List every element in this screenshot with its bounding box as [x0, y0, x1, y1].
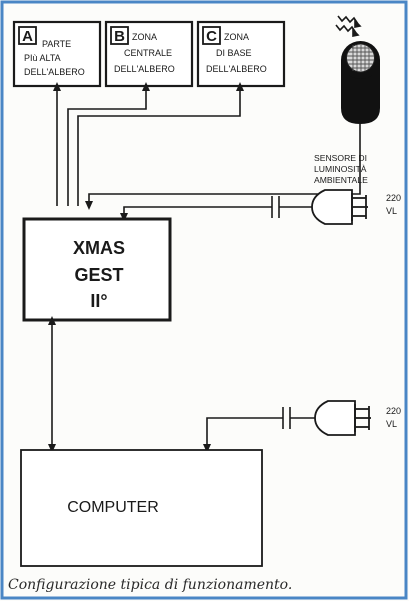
box-a-letter: A — [22, 28, 33, 45]
wires-to-boxes — [53, 82, 361, 222]
box-a-line-2: PIù ALTA — [24, 53, 61, 63]
figure-caption: Configurazione tipica di funzionamento. — [8, 577, 292, 593]
box-b-letter: B — [114, 28, 125, 45]
box-b-line-2: CENTRALE — [124, 48, 172, 58]
controller-line-3: II° — [90, 291, 107, 311]
bottom-voltage-line-1: 220 — [386, 406, 401, 416]
box-c-line-2: DI BASE — [216, 48, 252, 58]
top-power-plug-icon — [311, 189, 368, 225]
box-c-line-3: DELL'ALBERO — [206, 64, 267, 74]
top-voltage-line-1: 220 — [386, 193, 401, 203]
light-sensor-icon — [341, 41, 380, 124]
box-b-line-3: DELL'ALBERO — [114, 64, 175, 74]
bottom-voltage-line-2: VL — [386, 419, 397, 429]
computer-box: COMPUTER — [20, 449, 263, 567]
sensor-label-line-2: LUMINOSITÀ — [314, 164, 367, 174]
top-voltage-line-2: VL — [386, 206, 397, 216]
box-c-letter: C — [206, 28, 217, 45]
controller-line-2: GEST — [74, 265, 123, 285]
box-a-line-1: PARTE — [42, 39, 71, 49]
sensor-label-line-1: SENSORE DI — [314, 153, 367, 163]
box-b: B ZONA CENTRALE DELL'ALBERO — [104, 20, 194, 88]
bottom-power-plug-icon — [314, 400, 371, 436]
computer-label: COMPUTER — [67, 499, 159, 516]
box-c-line-1: ZONA — [224, 32, 249, 42]
box-b-line-1: ZONA — [132, 32, 157, 42]
controller-box: XMAS GEST II° — [22, 217, 172, 322]
box-c: C ZONA DI BASE DELL'ALBERO — [196, 20, 286, 88]
sensor-label-line-3: AMBIENTALE — [314, 175, 368, 185]
light-rays-icon — [335, 15, 362, 37]
wires-bottom-power — [203, 417, 283, 453]
box-a: A PARTE PIù ALTA DELL'ALBERO — [12, 20, 102, 88]
box-a-line-3: DELL'ALBERO — [24, 67, 85, 77]
controller-line-1: XMAS — [73, 238, 125, 258]
